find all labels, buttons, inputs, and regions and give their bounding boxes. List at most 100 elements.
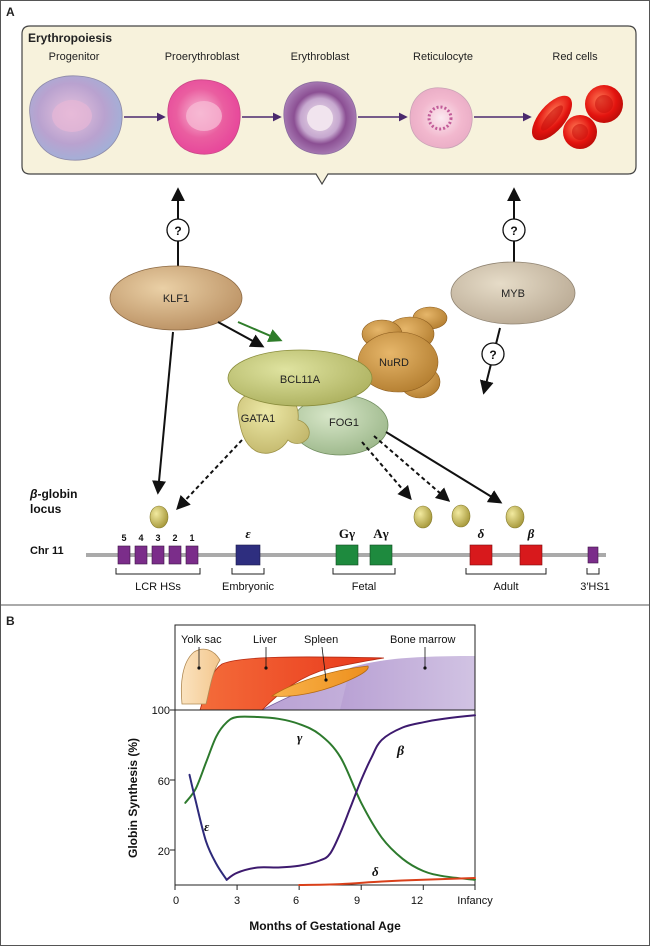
x-tick-infancy: Infancy: [457, 895, 493, 907]
stage-erythroblast-label: Erythroblast: [291, 51, 350, 63]
x-tick-3: 3: [234, 895, 240, 907]
site-bone-marrow-label: Bone marrow: [390, 634, 455, 646]
group-adult: Adult: [493, 581, 518, 593]
myb-down-question-badge: [481, 342, 505, 366]
a-gamma-gene-label: Aγ: [373, 526, 388, 541]
x-tick-12: 12: [411, 895, 423, 907]
klf1-label: KLF1: [163, 293, 189, 305]
y-tick-60: 60: [158, 776, 170, 788]
panel-b-label: B: [6, 614, 15, 628]
series-line-gamma: [184, 715, 476, 881]
series-label-beta: β: [396, 744, 405, 759]
g-gamma-gene: [335, 544, 359, 566]
gata1-label: GATA1: [241, 413, 275, 425]
nurd-label: NuRD: [379, 357, 409, 369]
series-label-delta: δ: [372, 864, 379, 879]
myb-question-text: ?: [510, 224, 517, 238]
hs-box-3: [151, 545, 165, 565]
group-embryonic: Embryonic: [222, 581, 274, 593]
stage-red-cells-label: Red cells: [552, 51, 598, 63]
klf1-question-badge: [166, 218, 190, 242]
y-axis-label: Globin Synthesis (%): [126, 738, 140, 858]
locus-title-line2: locus: [30, 502, 62, 516]
erythropoiesis-box: Erythropoiesis Progenitor Proerythroblas…: [21, 25, 637, 186]
adult-binding-bead: [505, 505, 525, 529]
complex-to-lcr-dashed-arrow: [176, 439, 243, 511]
myb-label: MYB: [501, 288, 525, 300]
x-tick-0: 0: [173, 895, 179, 907]
hs-number-5: 5: [121, 533, 126, 543]
a-gamma-gene: [369, 544, 393, 566]
series-line-delta: [298, 877, 476, 886]
series-label-epsilon: ε: [204, 819, 210, 834]
klf1-to-locus-arrow: [152, 331, 174, 495]
myb-node: [450, 261, 576, 325]
klf1-to-bcl11a-arrow: [217, 321, 265, 348]
stage-proerythroblast-label: Proerythroblast: [165, 51, 240, 63]
delta-gene: [469, 544, 493, 566]
ggamma-binding-bead: [413, 505, 433, 529]
fog1-label: FOG1: [329, 417, 359, 429]
epsilon-gene-label: ε: [245, 526, 251, 541]
hs-number-3: 3: [155, 533, 160, 543]
liver-region: [199, 656, 385, 711]
spleen-region: [270, 665, 369, 697]
bcl11a-node: [227, 349, 373, 407]
series-label-gamma: γ: [297, 730, 303, 745]
red-cells-icon: [531, 85, 623, 149]
bcl11a-label: BCL11A: [280, 374, 321, 386]
delta-gene-label: δ: [478, 526, 485, 541]
complex-to-adult-arrow: [385, 431, 503, 504]
g-gamma-gene-label: Gγ: [339, 526, 355, 541]
y-tick-100: 100: [152, 705, 170, 717]
reticulocyte-cell-icon: [409, 87, 473, 149]
myb-down-question-text: ?: [489, 348, 496, 362]
erythroblast-nucleus: [307, 105, 333, 131]
erythropoiesis-title: Erythropoiesis: [28, 31, 112, 45]
y-tick-20: 20: [158, 846, 170, 858]
site-yolk-sac-label: Yolk sac: [181, 634, 222, 646]
proerythroblast-nucleus: [186, 101, 222, 131]
chromosome-label: Chr 11: [30, 545, 64, 557]
reticulocyte-granules: [427, 105, 453, 131]
x-tick-6: 6: [293, 895, 299, 907]
hs-box-4: [134, 545, 148, 565]
group-fetal: Fetal: [352, 581, 376, 593]
group-3-prime-hs1: 3′HS1: [580, 581, 610, 593]
chart-ticks: [170, 709, 476, 890]
bone-marrow-fill: [340, 656, 475, 710]
beta-gene: [519, 544, 543, 566]
beta-gene-label: β: [527, 526, 535, 541]
stage-reticulocyte-label: Reticulocyte: [413, 51, 473, 63]
epsilon-gene: [235, 544, 261, 566]
x-axis-label: Months of Gestational Age: [249, 919, 401, 933]
agamma-binding-bead: [451, 504, 471, 528]
progenitor-nucleus: [52, 100, 92, 132]
group-lcr-hss: LCR HSs: [135, 581, 181, 593]
nurd-complex: NuRD: [357, 306, 448, 399]
stage-progenitor-label: Progenitor: [49, 51, 100, 63]
lcr-hs-boxes: [117, 545, 199, 565]
locus-group-brackets: [115, 568, 600, 575]
hs-box-5: [117, 545, 131, 565]
series-line-beta: [225, 714, 476, 881]
series-line-epsilon: [188, 773, 228, 881]
complex-to-ggamma-dashed-arrow: [361, 441, 412, 501]
myb-question-badge: [502, 218, 526, 242]
locus-title: β-globin: [29, 487, 77, 501]
hs-number-1: 1: [189, 533, 194, 543]
site-spleen-label: Spleen: [304, 634, 338, 646]
klf1-node: [109, 265, 243, 331]
globin-synthesis-chart: 0 3 6 9 12 Infancy 20 60 100 Months of G…: [126, 705, 493, 933]
klf1-binding-bead: [149, 505, 169, 529]
site-liver-label: Liver: [253, 634, 277, 646]
x-tick-9: 9: [354, 895, 360, 907]
hs-number-4: 4: [138, 533, 143, 543]
hematopoietic-sites: Yolk sac Liver Spleen Bone marrow: [174, 624, 476, 711]
hs1-3prime-box: [587, 546, 599, 564]
hs-number-2: 2: [172, 533, 177, 543]
complex-to-agamma-dashed-arrow: [373, 435, 451, 502]
chart-series: [184, 714, 476, 886]
